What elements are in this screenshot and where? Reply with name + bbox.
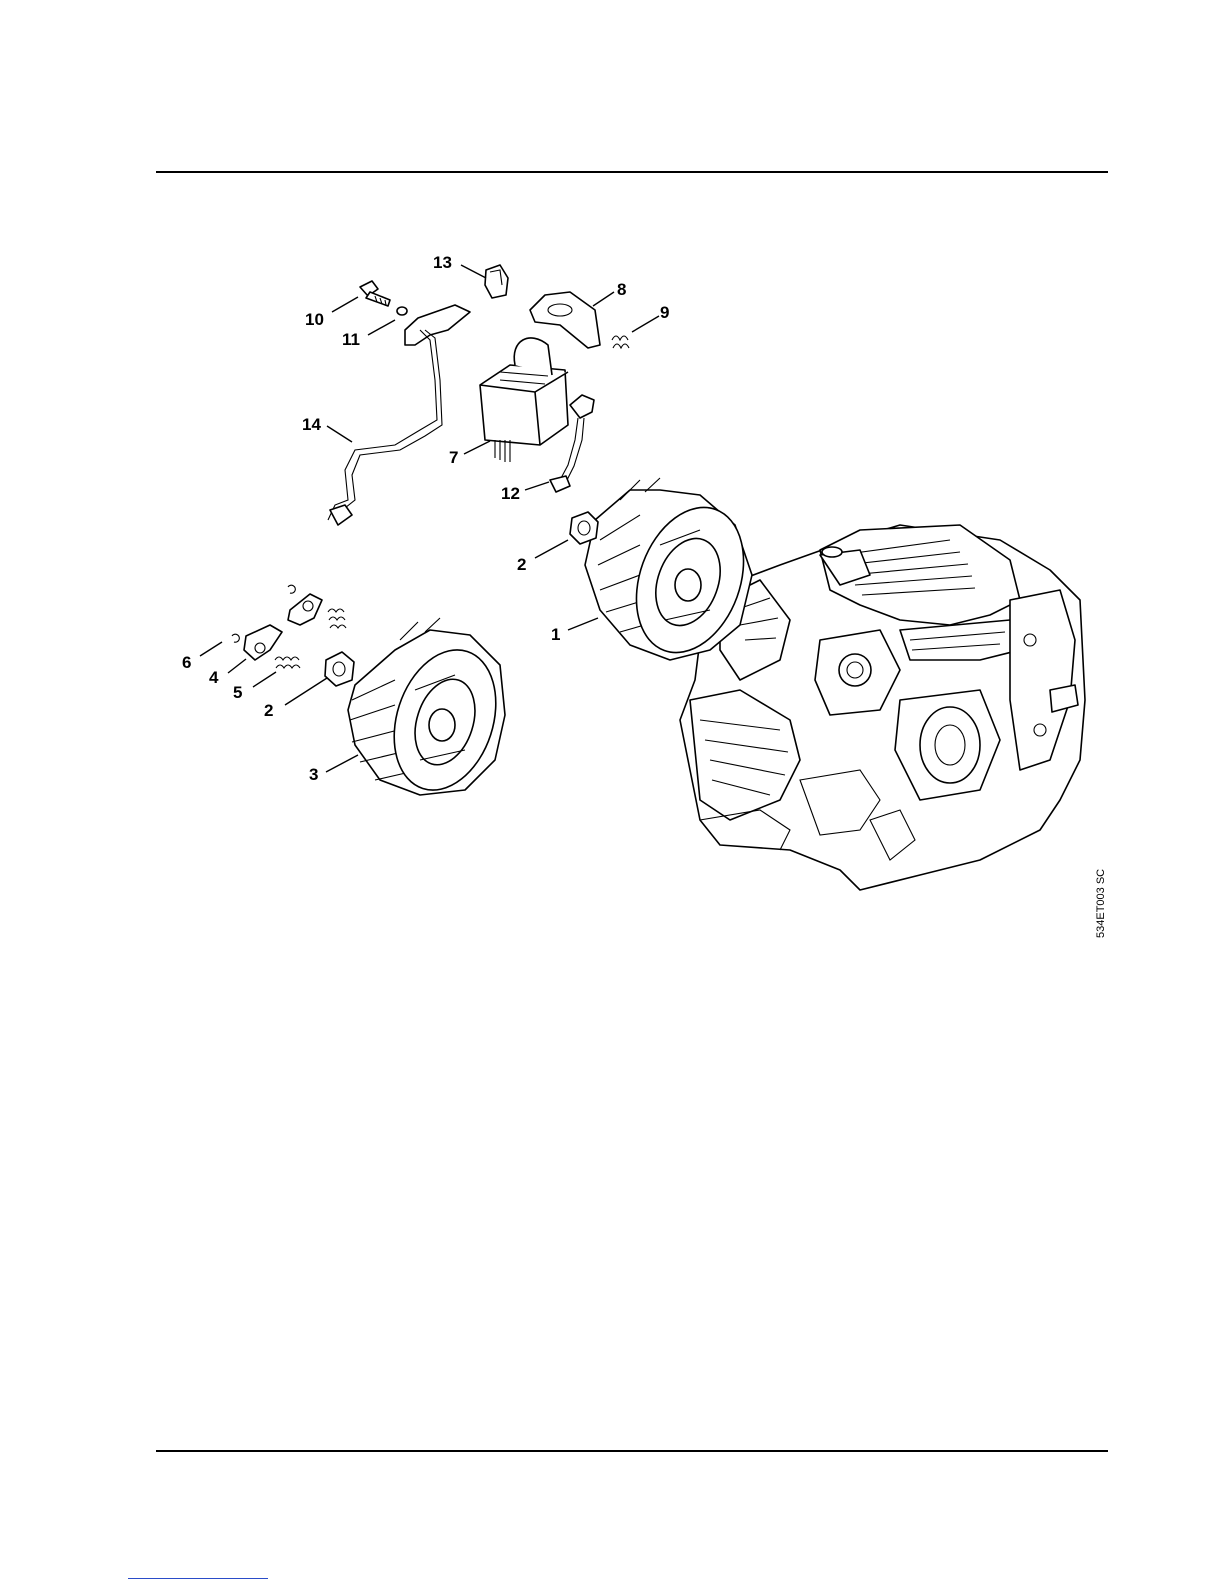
callout-2-lower: 2 <box>264 701 273 720</box>
callout-6: 6 <box>182 653 191 672</box>
nut-2-upper <box>570 512 598 544</box>
ignition-module-7-drawing <box>480 338 568 462</box>
callout-10: 10 <box>305 310 324 329</box>
pawl-4-drawing <box>244 625 282 660</box>
callout-7: 7 <box>449 448 458 467</box>
flywheel-3-drawing <box>348 618 513 803</box>
callout-11: 11 <box>342 330 360 349</box>
spring-5-drawing <box>275 657 300 668</box>
callout-5: 5 <box>233 683 242 702</box>
spring-9-drawing <box>612 336 629 348</box>
screw-10-drawing <box>360 281 390 306</box>
spring-upper-drawing <box>328 609 346 628</box>
figure-reference-code: 534ET003 SC <box>1095 869 1107 938</box>
callout-3: 3 <box>309 765 318 784</box>
callout-4: 4 <box>209 668 219 687</box>
nut-2-lower <box>325 652 354 686</box>
callout-1: 1 <box>551 625 560 644</box>
callout-12: 12 <box>501 484 520 503</box>
callout-13: 13 <box>433 253 452 272</box>
callout-2-upper: 2 <box>517 555 526 574</box>
callout-14: 14 <box>302 415 321 434</box>
callout-9: 9 <box>660 303 669 322</box>
callout-8: 8 <box>617 280 626 299</box>
pawl-upper-drawing <box>288 594 322 625</box>
washer-11-drawing <box>397 307 407 315</box>
clip-13-drawing <box>485 265 508 298</box>
